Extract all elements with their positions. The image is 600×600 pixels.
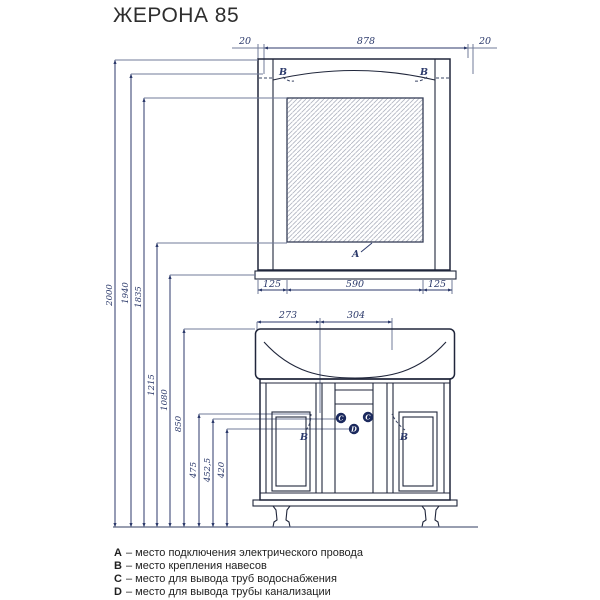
left-door-panel [271, 411, 311, 492]
legend-text-c: – место для вывода труб водоснабжения [126, 573, 337, 585]
dim-shelf-right: 125 [428, 279, 446, 290]
vanity-hinge-label-right: B [399, 432, 408, 443]
dim-vanity-left: 273 [278, 310, 297, 321]
dim-shelf-left: 125 [263, 279, 281, 290]
dim-top-left: 20 [238, 36, 251, 47]
dim-height-1215: 1215 [147, 374, 157, 396]
legend-text-a: – место подключения электрического прово… [126, 547, 364, 559]
sewer-dot [348, 423, 360, 435]
sewer-dot-label: D [350, 426, 357, 434]
cabinet-body [259, 378, 451, 501]
mirror-shelf [254, 270, 457, 280]
dim-height-1940: 1940 [121, 282, 131, 304]
legend-key-d: D [114, 586, 122, 598]
dim-shelf-center: 590 [346, 279, 364, 290]
dim-top-right: 20 [478, 36, 491, 47]
legend-key-a: A [114, 547, 122, 559]
washbasin-bowl-curve [263, 341, 447, 379]
water-supply-dot-left-label: C [338, 415, 344, 423]
mirror-mount-label-right: B [419, 67, 428, 78]
legend-key-c: C [114, 573, 122, 585]
vanity-unit: B B C C D [252, 328, 458, 528]
mirror-electric-label: A [351, 249, 359, 260]
dim-top-center: 878 [357, 36, 375, 47]
dim-height-1080: 1080 [160, 389, 170, 411]
mirror-mount-label-left: B [278, 67, 287, 78]
top-dimension: 20 878 20 [232, 36, 497, 74]
dim-height-850: 850 [174, 415, 184, 432]
water-supply-dot-right-label: C [365, 414, 371, 422]
mirror-arch [272, 70, 436, 81]
page-title: ЖЕРОНА 85 [113, 4, 239, 27]
water-supply-dot-right [362, 411, 374, 423]
right-leg [420, 505, 441, 528]
legend-text-b: – место крепления навесов [126, 560, 267, 572]
dim-vanity-right: 304 [347, 310, 365, 321]
washbasin [254, 328, 456, 380]
mirror-glass [286, 97, 424, 243]
dim-height-1835: 1835 [134, 286, 144, 308]
left-leg [271, 505, 292, 528]
dim-height-475: 475 [189, 462, 199, 479]
right-door-panel [398, 411, 438, 492]
vanity-top-dimension: 273 304 [256, 310, 393, 413]
plinth [252, 499, 458, 507]
height-dimensions: 2000 1940 1835 1215 1080 850 475 452,5 4… [105, 59, 349, 528]
vanity-hinge-label-left: B [299, 432, 308, 443]
mirror-cabinet: B B A [254, 58, 457, 280]
legend-key-b: B [114, 560, 122, 572]
legend-text-d: – место для вывода трубы канализации [126, 586, 331, 598]
water-supply-dot-left [335, 412, 347, 424]
dim-height-452-5: 452,5 [203, 458, 213, 483]
legend: A – место подключения электрического про… [114, 547, 364, 598]
dim-height-420: 420 [217, 461, 227, 479]
mirror-bottom-dimension: 125 590 125 [257, 279, 453, 294]
dim-height-2000: 2000 [105, 284, 115, 307]
